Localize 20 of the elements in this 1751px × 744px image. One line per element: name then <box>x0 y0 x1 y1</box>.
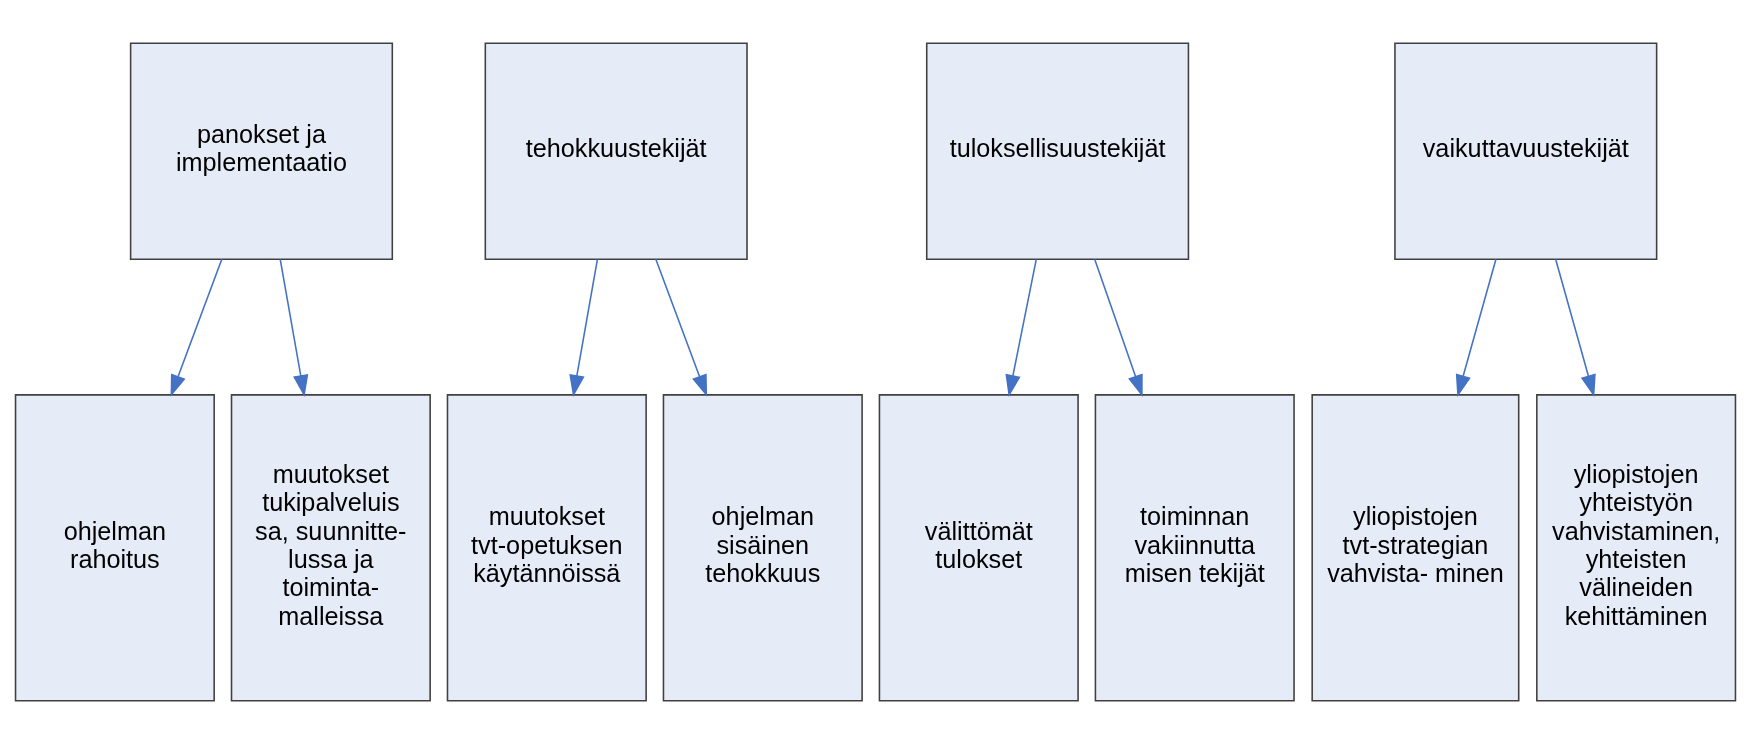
node-box: muutokset tukipalveluis sa, suunnitte- lussa ja toiminta- malleissa <box>230 394 431 702</box>
arrow <box>655 258 708 397</box>
arrow <box>1554 258 1596 397</box>
node-box: tuloksellisuustekijät <box>925 42 1190 261</box>
node-box: toiminnan vakiinnutta misen tekijät <box>1094 394 1295 702</box>
arrow <box>569 258 599 397</box>
node-box: panokset ja implementaatio <box>129 42 394 261</box>
node-box: ohjelman sisäinen tehokkuus <box>662 394 863 702</box>
node-box: yliopistojen yhteistyön vahvistaminen, yhteisten välineiden kehittäminen <box>1536 394 1737 702</box>
node-box: tehokkuustekijät <box>484 42 748 261</box>
node-box: ohjelman rahoitus <box>14 394 215 702</box>
node-box: yliopistojen tvt-strategian vahvista- minen <box>1311 394 1520 702</box>
node-box: välittömät tulokset <box>878 394 1079 702</box>
node-box: vaikuttavuustekijät <box>1394 42 1658 261</box>
arrow <box>1093 258 1143 397</box>
arrow <box>170 258 223 397</box>
arrow <box>1005 258 1038 397</box>
node-box: muutokset tvt-opetuksen käytännöissä <box>446 394 647 702</box>
arrow <box>279 258 309 397</box>
arrow <box>1455 258 1497 397</box>
